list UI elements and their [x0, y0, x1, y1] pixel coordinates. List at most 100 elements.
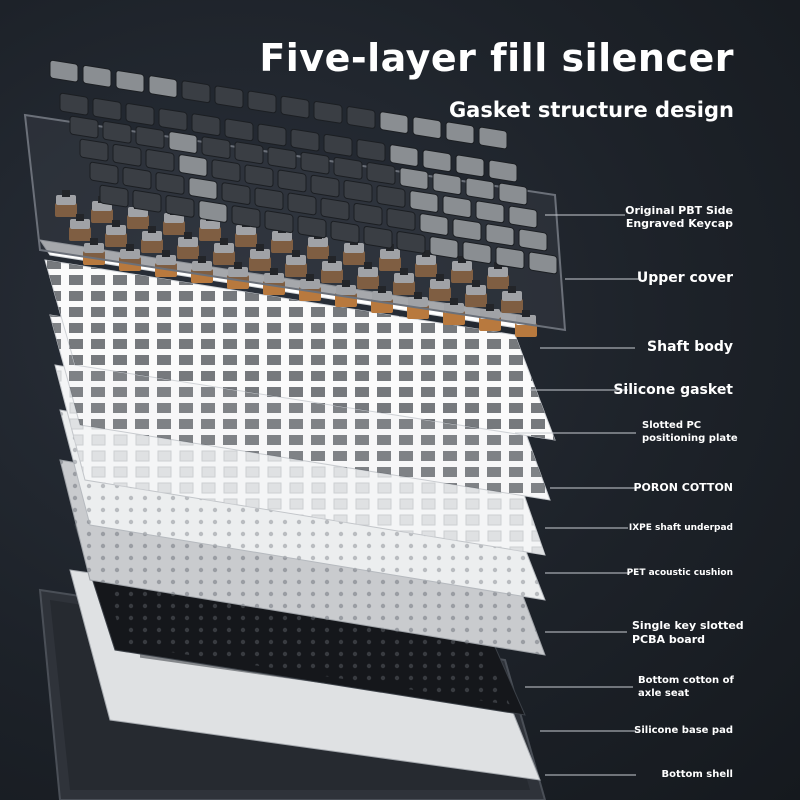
keycap	[79, 138, 109, 162]
keycap	[234, 141, 264, 165]
keycap	[115, 70, 145, 93]
keycap	[168, 131, 198, 154]
keycap	[231, 205, 261, 228]
label-upper-cover: Upper cover	[636, 270, 733, 286]
label-poron-cotton: PORON COTTON	[633, 481, 733, 494]
switch	[357, 262, 379, 289]
switch	[105, 220, 127, 247]
keycap	[353, 202, 383, 226]
keycap	[277, 169, 307, 193]
keycap	[181, 80, 211, 104]
switch	[177, 232, 199, 259]
keycap	[310, 174, 340, 198]
switch	[163, 208, 185, 235]
keycap	[89, 161, 119, 185]
keycap	[475, 200, 505, 224]
keycap	[485, 223, 515, 247]
keycap	[488, 159, 518, 183]
keycap	[135, 126, 165, 149]
keycap	[379, 111, 409, 134]
keycap	[495, 246, 525, 270]
switch	[415, 250, 437, 277]
pc-plate-layer	[44, 259, 556, 441]
keycap	[214, 85, 244, 109]
keycap	[518, 228, 548, 252]
switch	[501, 286, 523, 313]
keycap	[211, 159, 241, 182]
keycap	[125, 103, 155, 126]
keycap	[264, 210, 294, 234]
switch	[321, 256, 343, 283]
keycap	[313, 101, 343, 124]
keycap	[59, 92, 89, 116]
switch	[249, 244, 271, 271]
keycap	[99, 184, 129, 208]
keycap	[257, 123, 287, 147]
keycap	[158, 108, 188, 131]
switch	[235, 220, 257, 247]
keycap	[366, 162, 396, 185]
keycap	[323, 134, 353, 157]
keycap	[102, 120, 132, 144]
keycap	[297, 215, 327, 239]
switch	[285, 250, 307, 277]
keycap	[188, 177, 218, 200]
keycap	[455, 154, 485, 178]
label-silicone-gasket: Silicone gasket	[613, 382, 733, 398]
keycap	[287, 192, 317, 216]
keycap	[178, 154, 208, 177]
switch	[487, 262, 509, 289]
keycap	[224, 118, 254, 142]
switch	[451, 256, 473, 283]
keycap	[198, 200, 228, 223]
page-title: Five-layer fill silencer	[259, 36, 734, 80]
keycap	[148, 75, 178, 98]
keycap	[247, 90, 277, 114]
keycap	[498, 182, 528, 206]
keycap	[432, 172, 462, 196]
keycap	[145, 149, 175, 172]
keycap	[442, 195, 472, 218]
keycap	[386, 208, 416, 231]
keycap	[221, 182, 251, 205]
keycap	[363, 225, 393, 249]
page-subtitle: Gasket structure design	[448, 98, 734, 122]
switch	[465, 280, 487, 307]
switch	[119, 244, 141, 271]
keycap	[92, 97, 122, 121]
switch	[191, 256, 213, 283]
keycap	[389, 144, 419, 167]
keycap	[478, 126, 508, 150]
keycap	[343, 179, 373, 203]
keycap	[280, 95, 310, 119]
keycap	[244, 164, 274, 188]
keycap	[49, 59, 79, 83]
keycap	[422, 149, 452, 173]
keycap	[399, 167, 429, 190]
label-silicone-base-pad: Silicone base pad	[634, 725, 733, 736]
keycap	[462, 241, 492, 264]
switch	[213, 238, 235, 265]
keycap	[412, 116, 442, 140]
keycap	[356, 139, 386, 162]
switch	[55, 190, 77, 217]
keycap	[122, 166, 152, 190]
keycap	[290, 128, 320, 152]
keycap	[165, 195, 195, 218]
keycap	[320, 197, 350, 221]
switch	[479, 304, 501, 331]
keycap	[528, 251, 558, 275]
keycap	[465, 177, 495, 201]
keycap	[330, 220, 360, 244]
keycap	[419, 213, 449, 236]
label-bottom-shell: Bottom shell	[661, 769, 733, 780]
keycap	[429, 236, 459, 259]
keycap	[346, 106, 376, 129]
keycap	[452, 218, 482, 241]
keycap	[201, 136, 231, 159]
keycap	[69, 115, 99, 139]
